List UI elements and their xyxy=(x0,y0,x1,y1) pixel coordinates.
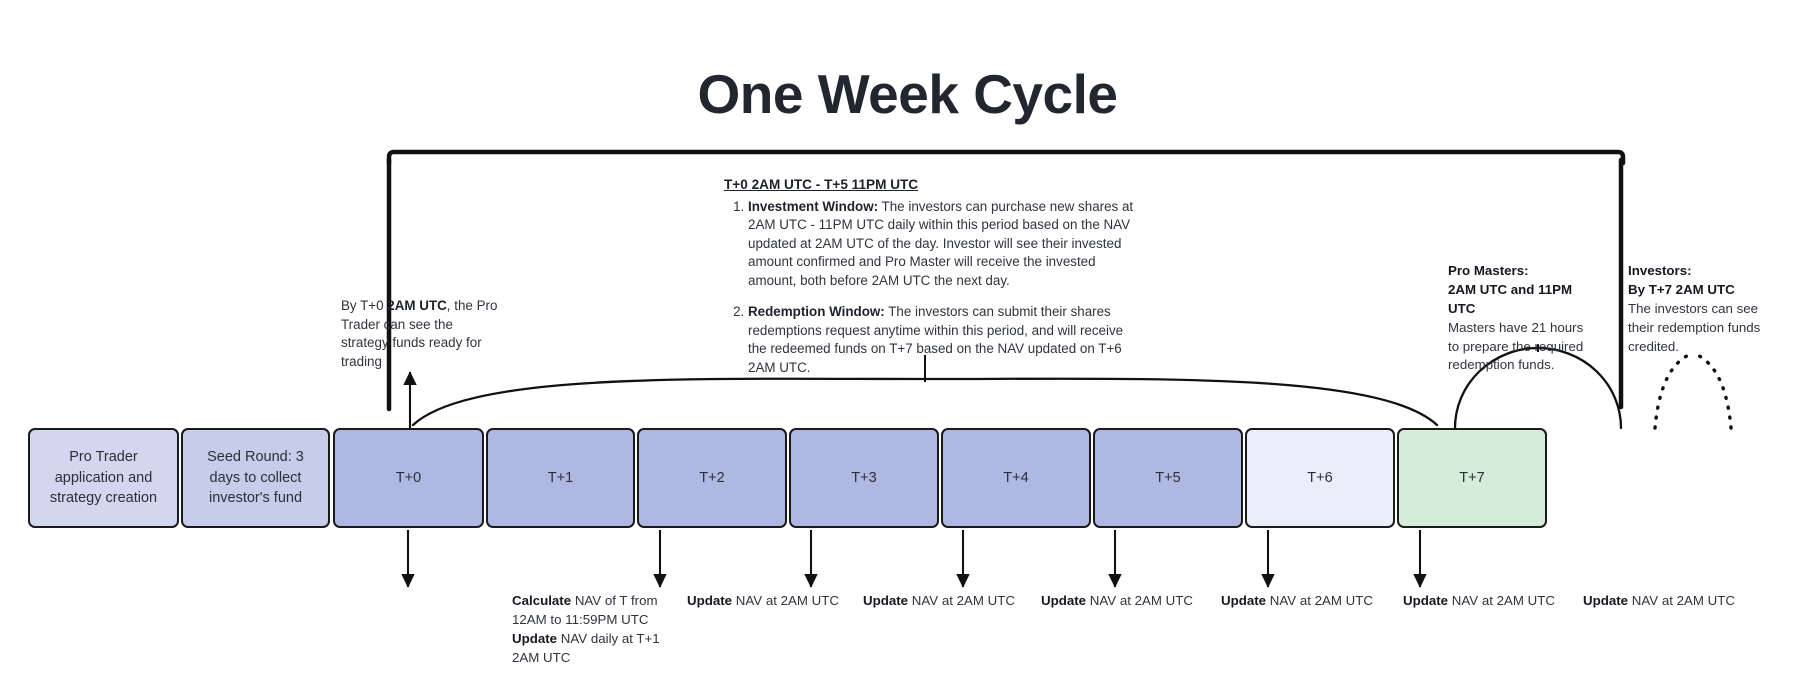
update-label: Update xyxy=(1583,593,1629,608)
timeline-box-pro-trader-application[interactable]: Pro Trader application and strategy crea… xyxy=(28,428,179,528)
bottom-annotation-t1: Update NAV at 2AM UTC xyxy=(687,592,867,611)
pro-masters-title: Pro Masters: xyxy=(1448,263,1529,278)
redemption-window-text: The investors can submit their shares re… xyxy=(748,304,1124,375)
calculate-text: NAV of T from 12AM to 11:59PM UTC xyxy=(512,593,658,627)
update-label: Update xyxy=(1221,593,1267,608)
window-note-item-investment: Investment Window: The investors can pur… xyxy=(748,198,1144,291)
update-text: NAV at 2AM UTC xyxy=(1628,593,1735,608)
window-note-heading: T+0 2AM UTC - T+5 11PM UTC xyxy=(724,177,919,192)
investors-note: Investors: By T+7 2AM UTC The investors … xyxy=(1628,262,1768,356)
investors-dotted-arc xyxy=(1653,351,1733,430)
bottom-annotation-t6: Update NAV at 2AM UTC xyxy=(1583,592,1763,611)
pro-trader-note-bold: 2AM UTC xyxy=(387,298,447,313)
timeline-box-label: T+5 xyxy=(1155,469,1181,486)
timeline-box-t2[interactable]: T+2 xyxy=(637,428,787,528)
bottom-annotation-t3: Update NAV at 2AM UTC xyxy=(1041,592,1221,611)
investment-window-arc xyxy=(411,377,1439,427)
investment-window-label: Investment Window: xyxy=(748,198,879,214)
timeline-box-t6[interactable]: T+6 xyxy=(1245,428,1395,528)
timeline-box-t1[interactable]: T+1 xyxy=(486,428,635,528)
timeline-box-t5[interactable]: T+5 xyxy=(1093,428,1243,528)
timeline-box-t4[interactable]: T+4 xyxy=(941,428,1091,528)
update-text: NAV at 2AM UTC xyxy=(1448,593,1555,608)
timeline-box-label: T+2 xyxy=(699,469,725,486)
update-text: NAV at 2AM UTC xyxy=(1086,593,1193,608)
timeline-box-label: T+7 xyxy=(1459,469,1485,486)
timeline-box-t3[interactable]: T+3 xyxy=(789,428,939,528)
redemption-window-label: Redemption Window: xyxy=(748,304,885,320)
timeline-box-t7[interactable]: T+7 xyxy=(1397,428,1547,528)
bottom-annotation-t4: Update NAV at 2AM UTC xyxy=(1221,592,1401,611)
timeline-box-seed-round[interactable]: Seed Round: 3 days to collect investor's… xyxy=(181,428,330,528)
window-note: T+0 2AM UTC - T+5 11PM UTC Investment Wi… xyxy=(724,176,1144,377)
page-title: One Week Cycle xyxy=(697,63,1118,125)
timeline-box-label: T+0 xyxy=(395,469,422,486)
update-text: NAV at 2AM UTC xyxy=(908,593,1015,608)
calculate-label: Calculate xyxy=(512,593,572,608)
update-text: NAV at 2AM UTC xyxy=(1266,593,1373,608)
update-text: NAV at 2AM UTC xyxy=(732,593,839,608)
timeline-box-label: T+3 xyxy=(851,469,877,486)
timeline-box-t0[interactable]: T+0 xyxy=(333,428,484,528)
pro-trader-note-prefix: By T+0 xyxy=(341,298,388,313)
update-label: Update xyxy=(687,593,733,608)
bottom-annotation-t5: Update NAV at 2AM UTC xyxy=(1403,592,1583,611)
timeline-box-label: Seed Round: 3 days to collect investor's… xyxy=(207,449,304,507)
pro-trader-note: By T+0 2AM UTC, the Pro Trader can see t… xyxy=(341,297,501,371)
window-note-list: Investment Window: The investors can pur… xyxy=(724,198,1144,378)
update-label: Update xyxy=(1041,593,1087,608)
investors-title: Investors: xyxy=(1628,263,1692,278)
bottom-annotation-t2: Update NAV at 2AM UTC xyxy=(863,592,1043,611)
update-label: Update xyxy=(512,630,558,646)
update-label: Update xyxy=(863,593,909,608)
investment-window-text: The investors can purchase new shares at… xyxy=(748,198,1134,288)
update-text: NAV daily at T+1 2AM UTC xyxy=(512,630,660,665)
pro-trader-note-suffix: , the Pro Trader can see the strategy fu… xyxy=(341,298,498,369)
update-label: Update xyxy=(1403,593,1449,608)
investors-body: The investors can see their redemption f… xyxy=(1628,300,1761,354)
bottom-arrows xyxy=(401,530,1427,588)
bottom-annotation-t0: Calculate NAV of T from 12AM to 11:59PM … xyxy=(512,592,662,668)
pro-masters-note: Pro Masters: 2AM UTC and 11PM UTC Master… xyxy=(1448,262,1588,375)
investors-times: By T+7 2AM UTC xyxy=(1628,281,1735,297)
pro-masters-body: Masters have 21 hours to prepare the req… xyxy=(1448,319,1584,373)
timeline-box-label: T+1 xyxy=(547,469,574,486)
timeline-box-label: Pro Trader application and strategy crea… xyxy=(49,449,158,507)
pro-masters-times: 2AM UTC and 11PM UTC xyxy=(1448,281,1573,316)
timeline-box-label: T+4 xyxy=(1003,469,1029,486)
timeline-box-label: T+6 xyxy=(1307,469,1333,486)
window-note-item-redemption: Redemption Window: The investors can sub… xyxy=(748,303,1144,377)
